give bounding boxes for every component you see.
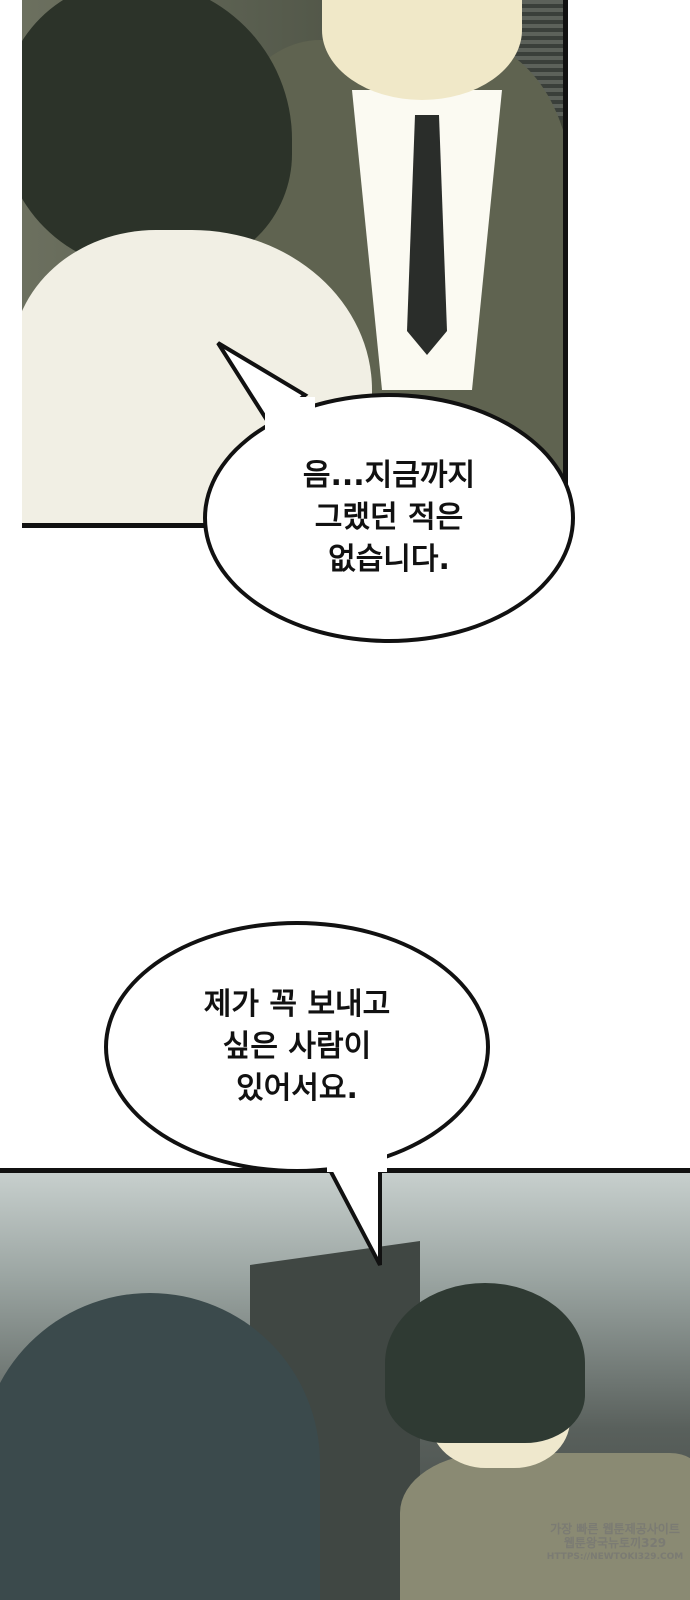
necktie (407, 115, 447, 355)
speech-bubble-2: 제가 꼭 보내고 싶은 사람이 있어서요. (104, 921, 490, 1173)
bubble-tail-2 (326, 1150, 387, 1266)
bubble-tail-1 (216, 341, 315, 437)
comic-panel-bottom (0, 1168, 690, 1600)
foreground-head (0, 1293, 320, 1600)
speech-text-2: 제가 꼭 보내고 싶은 사람이 있어서요. (203, 987, 391, 1106)
man-body (400, 1453, 690, 1600)
speech-text-1: 음...지금까지 그랬던 적은 없습니다. (302, 458, 476, 577)
watermark-url: HTTPS://NEWTOKI329.COM (546, 1552, 684, 1562)
man-hair (385, 1283, 585, 1443)
watermark-line-1: 가장 빠른 웹툰제공사이트 (550, 1522, 680, 1536)
watermark: 가장 빠른 웹툰제공사이트 웹툰왕국뉴토끼329 HTTPS://NEWTOKI… (540, 1522, 690, 1564)
watermark-line-2: 웹툰왕국뉴토끼329 (563, 1536, 667, 1550)
speech-bubble-1: 음...지금까지 그랬던 적은 없습니다. (203, 393, 575, 643)
foreground-head (22, 0, 292, 270)
